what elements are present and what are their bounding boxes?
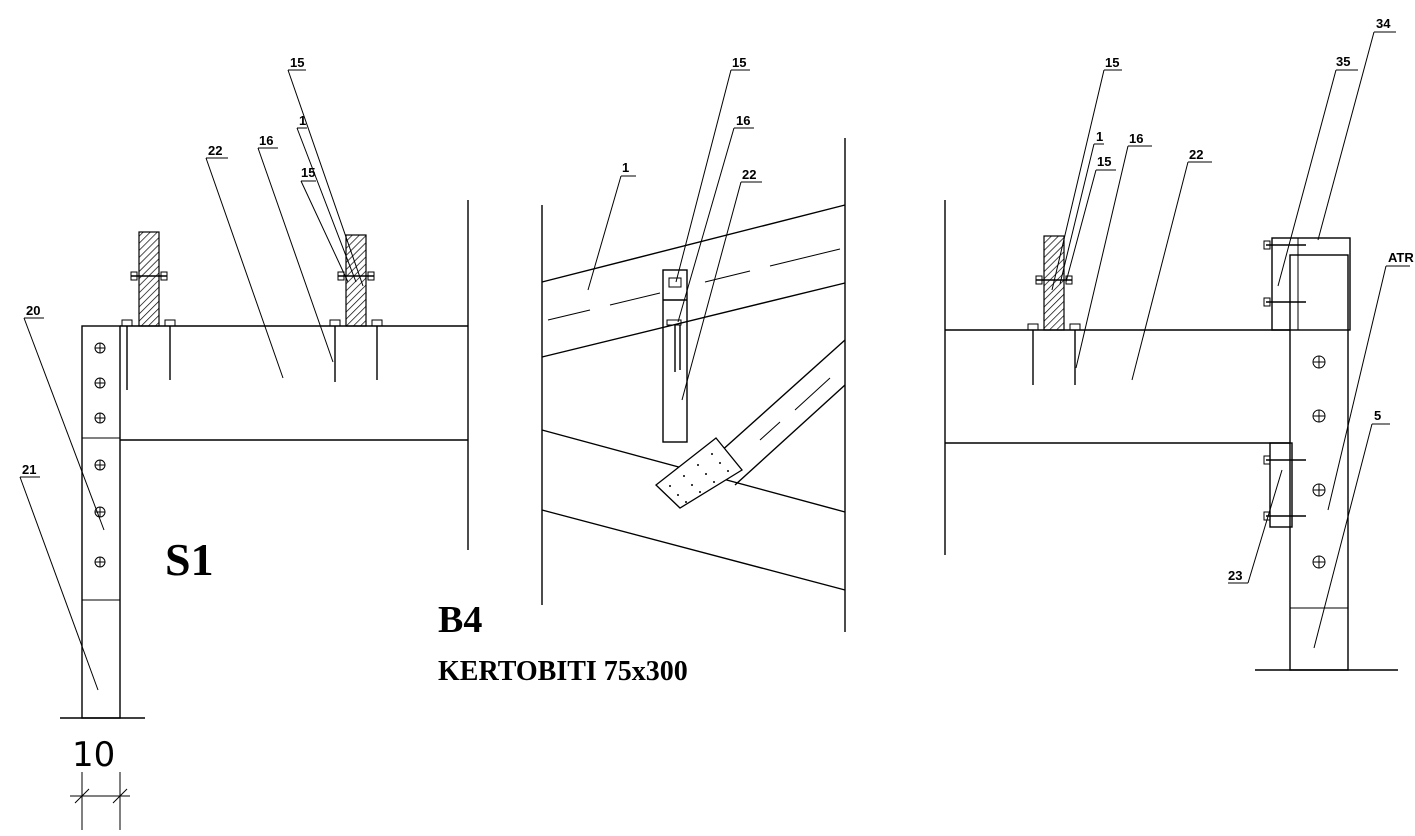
nail-plate	[655, 437, 743, 509]
bracket-34	[1271, 237, 1351, 331]
bolts-20	[94, 342, 106, 568]
label-16-c: 16	[1129, 131, 1143, 146]
brackets-16	[121, 319, 383, 390]
label-1-a: 1	[299, 113, 306, 128]
bolts-atr	[1312, 355, 1326, 569]
detail-b4: 15 16 22 1 B4 KERTOBITI 75x300	[438, 55, 846, 687]
purlin-1-right	[345, 234, 367, 327]
bolts-35	[1263, 240, 1306, 521]
detail-right: 15 1 15 16 22 35 34 ATR 5 23	[944, 16, 1414, 671]
purlin-1-left	[138, 231, 160, 327]
label-15-d: 15	[1105, 55, 1119, 70]
chord-top-edge	[541, 204, 846, 283]
label-35: 35	[1336, 54, 1350, 69]
label-20: 20	[26, 303, 40, 318]
label-1-c: 1	[1096, 129, 1103, 144]
section-b4: B4	[438, 599, 482, 641]
material-text: KERTOBITI 75x300	[438, 656, 688, 687]
detail-s1: 15 1 15 16 22 20 21 S1 10	[19, 55, 469, 830]
label-16-b: 16	[736, 113, 750, 128]
label-22-a: 22	[208, 143, 222, 158]
label-15-b: 15	[301, 165, 315, 180]
section-s1: S1	[165, 534, 214, 585]
label-22-c: 22	[1189, 147, 1203, 162]
label-34: 34	[1376, 16, 1391, 31]
bracket-23	[1269, 442, 1293, 528]
label-21: 21	[22, 462, 36, 477]
label-16-a: 16	[259, 133, 273, 148]
chord-bottom-edge	[541, 282, 846, 358]
label-15-c: 15	[732, 55, 746, 70]
label-22-b: 22	[742, 167, 756, 182]
lower-chord-bottom	[541, 509, 846, 591]
label-15-a: 15	[290, 55, 304, 70]
hanger-22	[662, 269, 688, 443]
label-1-b: 1	[622, 160, 629, 175]
label-atr: ATR	[1388, 250, 1414, 265]
label-5: 5	[1374, 408, 1381, 423]
label-23: 23	[1228, 568, 1242, 583]
dimension-text: 10	[72, 735, 115, 775]
label-15-e: 15	[1097, 154, 1111, 169]
diagonal-bottom	[734, 384, 846, 486]
